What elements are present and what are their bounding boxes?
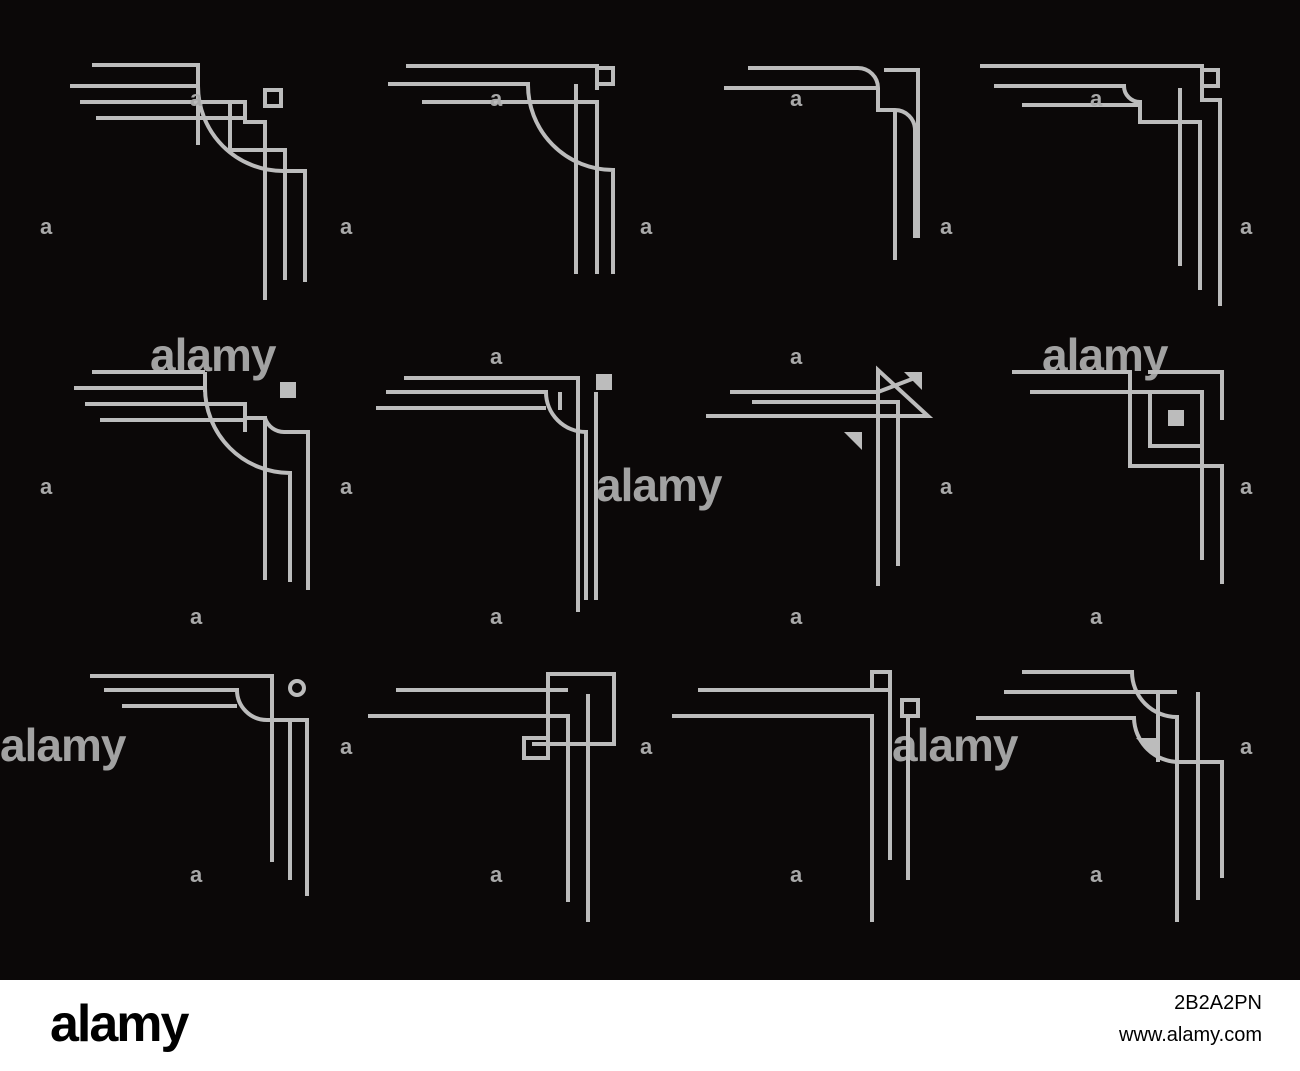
watermark-brand: alamy <box>150 329 276 381</box>
site-url: www.alamy.com <box>1119 1024 1262 1046</box>
watermark-small: a <box>1240 214 1253 239</box>
watermark-brand: alamy <box>1042 329 1168 381</box>
corner-ornament-10 <box>368 672 616 922</box>
corner-ornament-1 <box>70 63 307 300</box>
watermark-small: a <box>940 474 953 499</box>
watermark-small: a <box>640 734 653 759</box>
corner-ornament-7 <box>706 365 934 586</box>
watermark-small: a <box>790 344 803 369</box>
footer-bar: alamy 2B2A2PN www.alamy.com <box>0 980 1300 1071</box>
watermark-small: a <box>190 862 203 887</box>
watermark-small: a <box>490 604 503 629</box>
corner-ornament-3 <box>724 66 920 260</box>
triangle-accent <box>844 432 862 450</box>
triangle-accent <box>904 372 922 390</box>
watermark-small: a <box>340 474 353 499</box>
triangle-accent <box>1136 738 1158 760</box>
corner-ornament-8 <box>1012 370 1224 584</box>
footer-logo: alamy <box>50 995 189 1053</box>
watermark-small: a <box>40 474 53 499</box>
watermark-small: a <box>1240 734 1253 759</box>
square-accent <box>280 382 296 398</box>
watermark-small: a <box>940 214 953 239</box>
watermark-small: a <box>1090 604 1103 629</box>
corner-ornament-5 <box>74 370 310 590</box>
corner-ornament-9 <box>90 674 309 896</box>
corner-ornament-4 <box>980 64 1222 306</box>
watermark-small: a <box>790 604 803 629</box>
watermark-small: a <box>490 344 503 369</box>
ornament-artwork <box>70 63 1224 922</box>
square-accent <box>1168 410 1184 426</box>
watermark-brand: alamy <box>0 719 126 771</box>
watermark-small: a <box>790 862 803 887</box>
watermark-small: a <box>790 86 803 111</box>
watermark-brand: alamy <box>892 719 1018 771</box>
corner-ornament-2 <box>388 64 615 274</box>
watermark-small: a <box>190 86 203 111</box>
watermark-small: a <box>490 862 503 887</box>
square-accent <box>596 374 612 390</box>
watermark-brand: alamy <box>596 459 722 511</box>
watermark-small: a <box>340 734 353 759</box>
image-id: 2B2A2PN <box>1174 992 1262 1014</box>
watermark-small: a <box>1090 86 1103 111</box>
watermark-small: a <box>190 604 203 629</box>
corner-ornament-6 <box>376 376 598 612</box>
watermark-small: a <box>1090 862 1103 887</box>
watermark-small: a <box>490 86 503 111</box>
watermark-small: a <box>1240 474 1253 499</box>
watermark-small: a <box>640 214 653 239</box>
watermark-small: a <box>340 214 353 239</box>
watermark-small: a <box>40 214 53 239</box>
corner-ornament-11 <box>672 670 920 922</box>
